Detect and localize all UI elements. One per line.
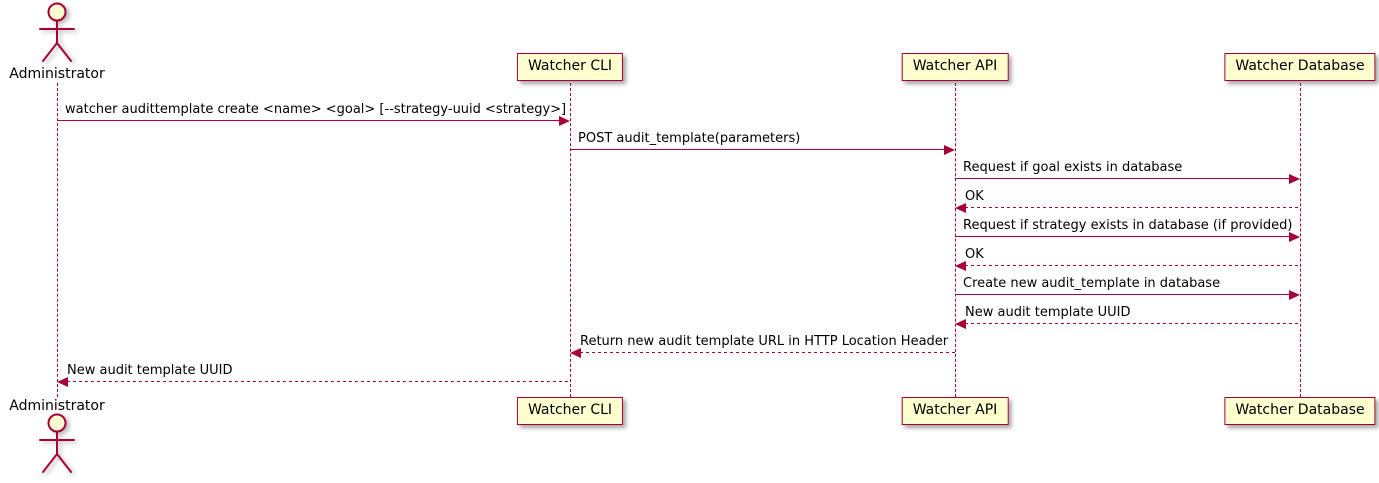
message-line	[955, 178, 1290, 179]
message-label: Request if goal exists in database	[963, 160, 1183, 175]
message-label: Create new audit_template in database	[963, 276, 1221, 291]
message-arrowhead	[559, 115, 570, 126]
actor-stick-figure-icon	[39, 2, 75, 62]
message-arrowhead	[955, 260, 966, 271]
participant-watcher-cli-bottom: Watcher CLI	[516, 397, 624, 425]
participant-watcher-database-bottom: Watcher Database	[1224, 397, 1376, 425]
lifeline-watcher-database	[1299, 83, 1301, 397]
message-arrowhead	[1289, 173, 1300, 184]
message-label: Request if strategy exists in database (…	[963, 218, 1293, 233]
participant-watcher-api-bottom: Watcher API	[901, 397, 1009, 425]
message-line	[965, 265, 1300, 266]
message-label: New audit template UUID	[965, 305, 1131, 320]
participant-watcher-api-top: Watcher API	[901, 53, 1009, 81]
message-line	[67, 381, 570, 382]
message-label: POST audit_template(parameters)	[578, 131, 801, 146]
message-label: watcher audittemplate create <name> <goa…	[65, 102, 567, 117]
message-label: New audit template UUID	[67, 363, 233, 378]
message-arrowhead	[944, 144, 955, 155]
participant-watcher-database-top: Watcher Database	[1224, 53, 1376, 81]
message-line	[955, 294, 1290, 295]
message-arrowhead	[1289, 289, 1300, 300]
actor-label-administrator-bottom: Administrator	[9, 398, 105, 414]
message-line	[965, 323, 1300, 324]
message-arrowhead	[57, 376, 68, 387]
message-label: OK	[965, 247, 984, 262]
lifeline-watcher-cli	[569, 83, 571, 397]
actor-administrator-bottom	[37, 413, 77, 479]
message-label: OK	[965, 189, 984, 204]
message-arrowhead	[1289, 231, 1300, 242]
message-arrowhead	[570, 347, 581, 358]
message-label: Return new audit template URL in HTTP Lo…	[580, 334, 949, 349]
message-line	[57, 120, 560, 121]
actor-administrator-top	[37, 2, 77, 68]
message-line	[580, 352, 955, 353]
message-arrowhead	[955, 318, 966, 329]
message-line	[955, 236, 1290, 237]
message-line	[570, 149, 945, 150]
lifeline-administrator	[56, 83, 58, 397]
message-arrowhead	[955, 202, 966, 213]
participant-watcher-cli-top: Watcher CLI	[516, 53, 624, 81]
actor-stick-figure-icon	[39, 413, 75, 473]
message-line	[965, 207, 1300, 208]
actor-label-administrator-top: Administrator	[9, 66, 105, 82]
lifeline-watcher-api	[954, 83, 956, 397]
